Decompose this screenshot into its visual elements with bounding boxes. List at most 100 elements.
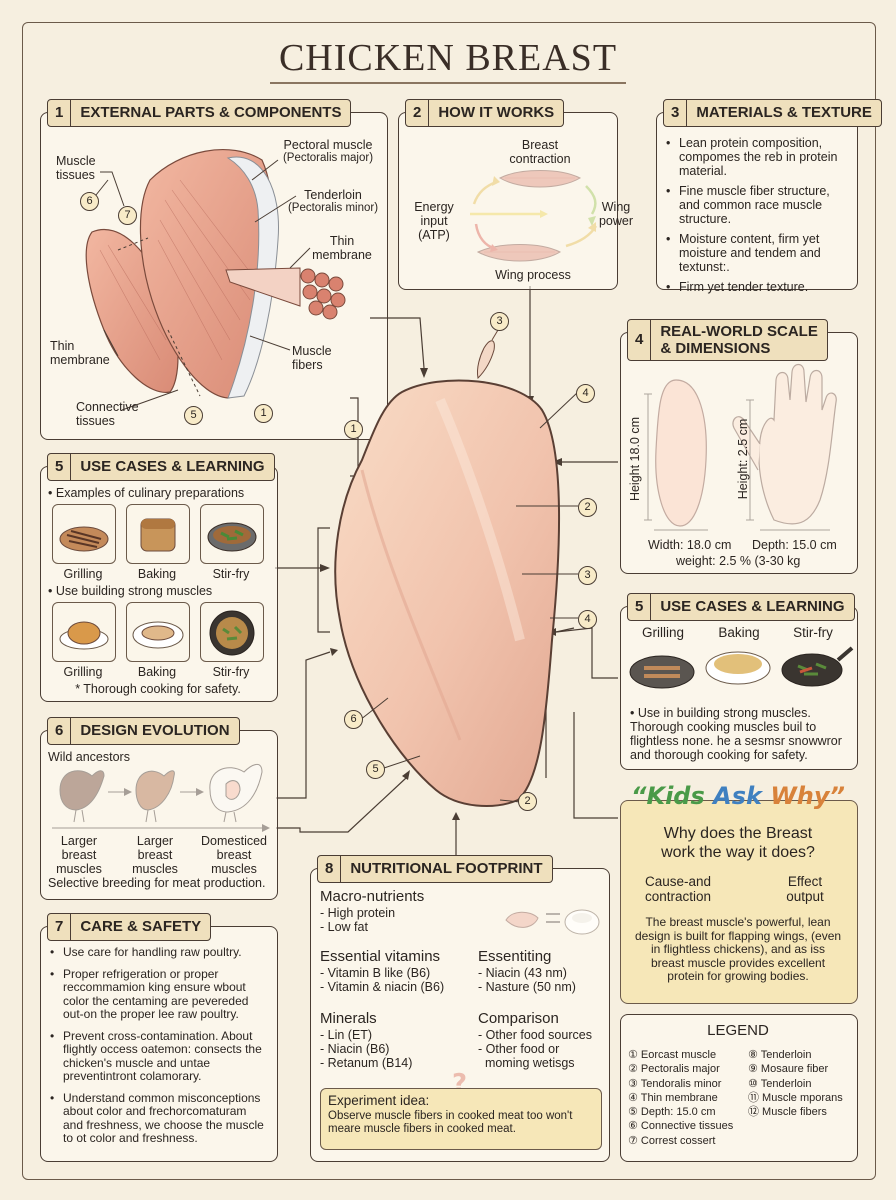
vitamin-item: - Vitamin B like (B6) [320,966,431,980]
minerals-title: Minerals [320,1010,377,1027]
panel-number: 1 [48,100,72,126]
panel-number: 6 [48,718,72,744]
label-connective-tissues: Connective tissues [76,400,139,428]
label-muscle-tissues: Muscle tissues [56,154,96,182]
title-part-why: Why” [770,782,845,810]
baking-image [126,504,190,564]
panel-title: USE CASES & LEARNING [660,598,845,615]
row1-label-grilling: Grilling [63,567,103,581]
main-badge-3: 3 [578,566,597,585]
roast-chicken-image [52,602,116,662]
row1-label-baking: Baking [137,567,177,581]
legend-item: ⑥ Connective tissues [628,1120,734,1133]
label-text: Tenderloin [304,188,362,202]
comparison-title: Comparison [478,1010,559,1027]
grilling-image [52,504,116,564]
stir-fry-bowl-image [200,602,264,662]
legend-title: LEGEND [707,1022,769,1039]
list-item: Prevent cross-contamination. About fligh… [50,1029,268,1084]
use-building-heading: • Use building strong muscles [48,584,213,598]
label-domesticated: Domesticed breast muscles [201,834,267,876]
kids-question: Why does the Breast work the way it does… [661,825,815,861]
legend-item: ② Pectoralis major [628,1063,720,1076]
kids-effect: Effect output [786,874,824,904]
legend-item: ⑪ Muscle mporans [748,1091,843,1104]
title-part-kids: “Kids [631,782,714,810]
legend-column-1: ① Eorcast muscle ② Pectoralis major ③ Te… [628,1048,733,1148]
essentiting-title: Essentiting [478,948,552,965]
label-pectoral-muscle: Pectoral muscle (Pectoralis major) [272,138,384,165]
use-case-text: • Use in building strong muscles. Thorou… [630,706,842,762]
page-title: CHICKEN BREAST [278,37,618,79]
comparison-item: - Other food sources [478,1028,592,1042]
label-depth: Depth: 15.0 cm [752,538,837,552]
legend-item: ③ Tendoralis minor [628,1077,722,1090]
panel-header: 1 EXTERNAL PARTS & COMPONENTS [47,99,352,127]
panel-number: 3 [664,100,688,126]
panel-header: 5 USE CASES & LEARNING [627,593,855,621]
comparison-item: - Other food or [478,1042,560,1056]
panel-number: 5 [48,454,72,480]
panel-title: REAL-WORLD SCALE & DIMENSIONS [660,323,818,357]
label-energy-input: Energy input (ATP) [414,200,454,242]
legend-item: ⑩ Tenderloin [748,1077,812,1090]
panel-header: 4 REAL-WORLD SCALE & DIMENSIONS [627,319,828,361]
badge-5: 5 [184,406,203,425]
macro-item: - High protein [320,906,396,920]
experiment-title: Experiment idea: [328,1093,430,1108]
label-larger-breast-2: Larger breast muscles [132,834,178,876]
badge-6: 6 [80,192,99,211]
row2-label-baking: Baking [137,665,177,679]
label-subtext: (Pectoralis minor) [287,202,379,214]
panel-title: DESIGN EVOLUTION [80,722,230,739]
list-item: Fine muscle fiber structure, and common … [666,184,850,226]
panel-number: 7 [48,914,72,940]
vitamin-item: - Vitamin & niacin (B6) [320,980,445,994]
experiment-box [320,1088,602,1150]
macro-title: Macro-nutrients [320,888,425,905]
panel-header: 7 CARE & SAFETY [47,913,212,941]
panel-title: EXTERNAL PARTS & COMPONENTS [80,104,342,121]
comparison-item: moming wetisgs [478,1056,575,1070]
label-thin-membrane-left: Thin membrane [50,339,110,367]
kids-ask-why-title: “Kids Ask Why” [616,782,860,810]
label-text: Pectoral muscle [283,138,373,152]
panel-header: 5 USE CASES & LEARNING [47,453,275,481]
mineral-item: - Lin (ET) [320,1028,373,1042]
panel-title: NUTRITIONAL FOOTPRINT [350,860,543,877]
main-badge-6: 6 [344,710,363,729]
label-height-right: Height: 2.5 cm [736,418,750,500]
main-badge-2: 2 [578,498,597,517]
label-thin-membrane-top: Thin membrane [312,234,372,262]
row2-label-grilling: Grilling [63,665,103,679]
label-stir-fry: Stir-fry [793,625,833,640]
legend-item: ① Eorcast muscle [628,1049,717,1061]
label-height-left: Height 18.0 cm [628,416,642,502]
legend-column-2: ⑧ Tenderloin ⑨ Mosaure fiber ⑩ Tenderloi… [748,1048,843,1119]
stir-fry-image [200,504,264,564]
label-muscle-fibers: Muscle fibers [292,344,332,372]
kids-ask-why-panel [620,800,858,1004]
panel-header: 2 HOW IT WORKS [405,99,565,127]
row2-label-stir-fry: Stir-fry [212,665,250,679]
panel-number: 5 [628,594,652,620]
panel-number: 2 [406,100,430,126]
label-tenderloin: Tenderloin (Pectoralis minor) [280,188,386,215]
panel-title: USE CASES & LEARNING [80,458,265,475]
panel-header: 3 MATERIALS & TEXTURE [663,99,882,127]
panel-how-it-works: 2 HOW IT WORKS [398,99,618,290]
panel-header: 8 NUTRITIONAL FOOTPRINT [317,855,553,883]
label-grilling: Grilling [641,625,684,640]
mineral-item: - Niacin (B6) [320,1042,390,1056]
panel-number: 4 [628,320,652,360]
legend-item: ⑤ Depth: 15.0 cm [628,1106,716,1119]
label-subtext: (Pectoralis major) [282,152,374,164]
use-building-text: Use building strong muscles [55,584,213,598]
list-item: Moisture content, firm yet moisture and … [666,232,850,274]
kids-cause: Cause-and contraction [644,874,712,904]
panel-title: HOW IT WORKS [438,104,555,121]
safety-note: * Thorough cooking for safety. [75,682,241,696]
use-case-body: Use in building strong muscles. Thorough… [630,706,842,762]
list-item: Use care for handling raw poultry. [50,945,268,960]
label-baking: Baking [718,625,760,640]
